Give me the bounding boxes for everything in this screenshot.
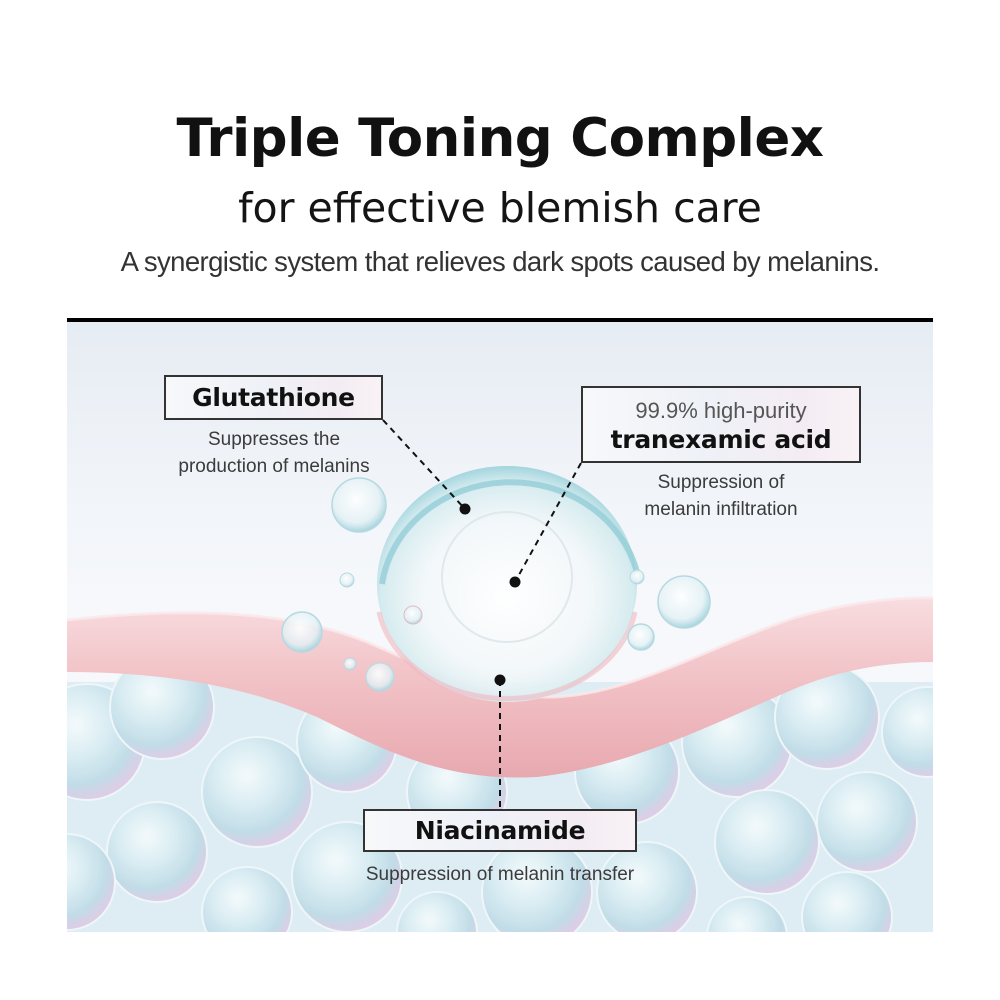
leader-dots [459,503,521,686]
niacinamide-description: Suppression of melanin transfer [365,864,635,885]
glutathione-label: Glutathione [192,383,355,412]
skin-layer [67,597,933,778]
tranexamic-description: Suppression of melanin infiltration [644,472,798,520]
tranexamic-label-box: 99.9% high-purity tranexamic acid [581,386,861,463]
glutathione-dot-icon [459,503,471,515]
glutathione-description: Suppresses the production of melanins [178,429,370,477]
page-title: Triple Toning Complex [176,108,824,169]
tranexamic-dot-icon [509,576,521,588]
droplet [376,466,640,702]
niacinamide-label-box: Niacinamide [363,809,637,852]
illustration-panel: Glutathione Suppresses the production of… [67,318,933,932]
page-description: A synergistic system that relieves dark … [120,246,880,277]
glutathione-label-box: Glutathione [164,375,383,420]
tranexamic-prefix: 99.9% high-purity [635,398,807,423]
small-bubbles [281,477,711,692]
niacinamide-label: Niacinamide [414,816,586,845]
tranexamic-label: tranexamic acid [610,425,832,454]
niacinamide-dot-icon [494,674,506,686]
skin-illustration [67,419,933,932]
leader-lines [382,419,582,809]
page-subtitle: for effective blemish care [238,184,762,232]
